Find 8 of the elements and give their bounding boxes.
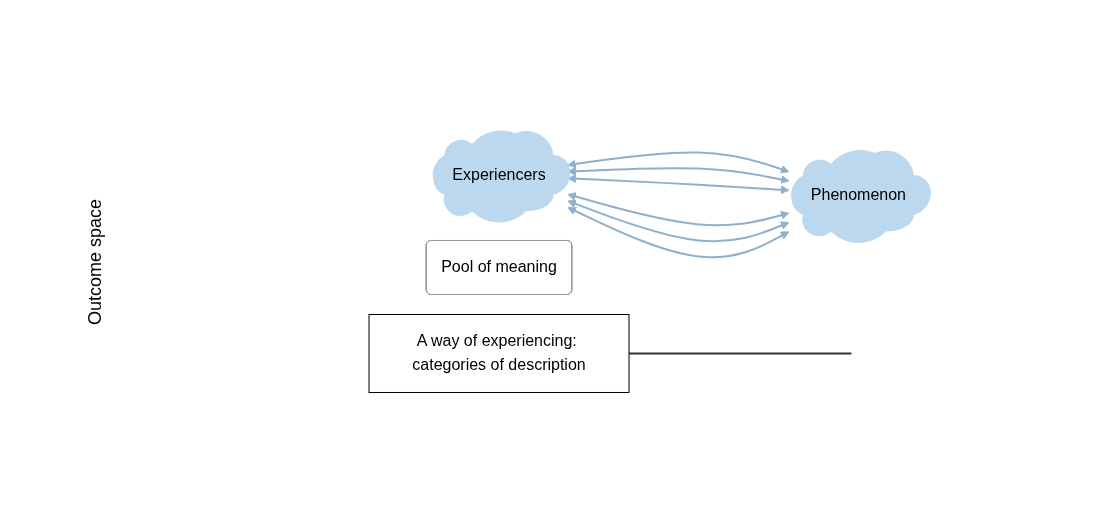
arrow xyxy=(567,199,790,243)
arrow xyxy=(567,174,790,195)
axis-label: Outcome space xyxy=(84,198,106,326)
arrow xyxy=(567,192,790,227)
node-box: A way of experiencing: categories of description xyxy=(368,314,630,394)
arrow xyxy=(567,207,790,259)
arrow xyxy=(567,151,790,174)
connector xyxy=(627,352,853,355)
